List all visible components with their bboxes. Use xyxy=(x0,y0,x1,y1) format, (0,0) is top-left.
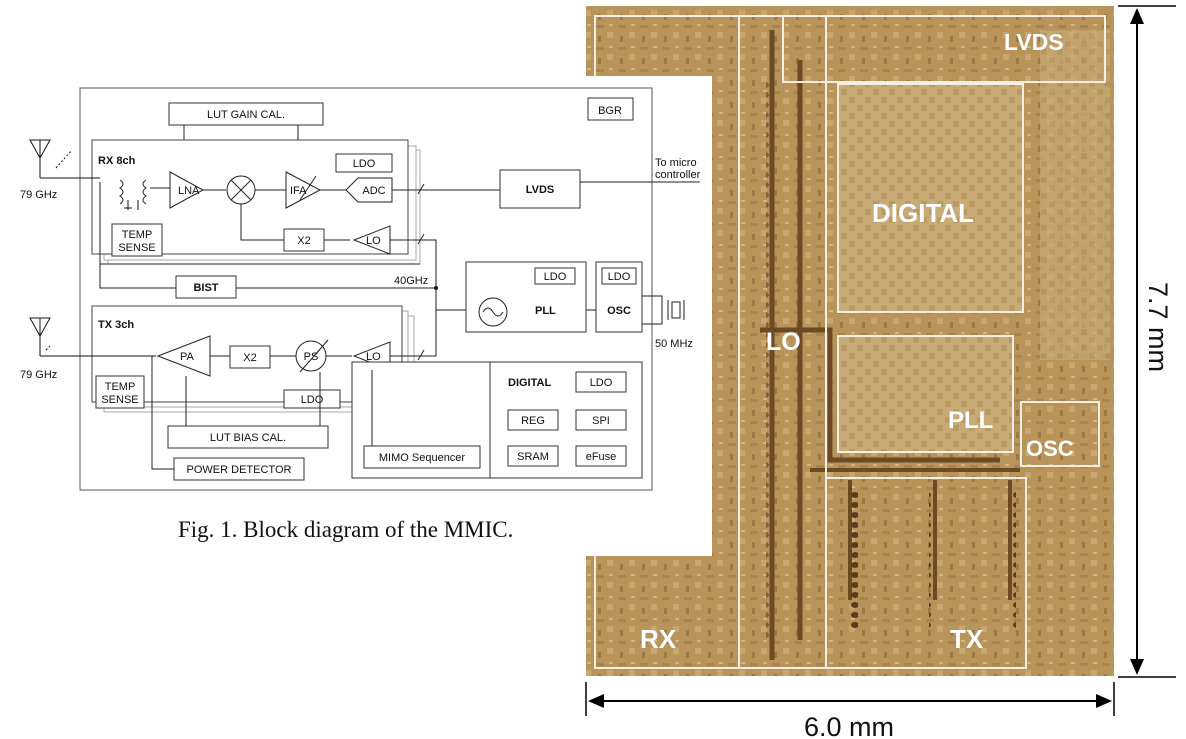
rx-title: RX 8ch xyxy=(98,155,136,167)
lvds-pads-texture xyxy=(1040,30,1110,360)
lut-gain-cal-label: LUT GAIN CAL. xyxy=(207,109,285,121)
micro-label-2: controller xyxy=(655,169,701,181)
height-dimension-label: 7.7 mm xyxy=(1143,282,1173,372)
figure-caption: Fig. 1. Block diagram of the MMIC. xyxy=(178,517,513,542)
lna-label: LNA xyxy=(178,185,200,197)
spi-label: SPI xyxy=(592,415,610,427)
pll-ldo-label: LDO xyxy=(544,271,567,283)
tx-freq-label: 79 GHz xyxy=(20,369,57,381)
tx-title: TX 3ch xyxy=(98,319,134,331)
rx-temp-line1: TEMP xyxy=(122,229,153,241)
pll-label: PLL xyxy=(535,305,556,317)
micro-label-1: To micro xyxy=(655,157,697,169)
die-label-pll: PLL xyxy=(948,407,993,434)
die-label-tx: TX xyxy=(950,624,984,654)
tx-lo-label: LO xyxy=(366,351,381,363)
tx-chain-3 xyxy=(1004,490,1016,630)
lo-chain xyxy=(766,80,778,640)
vco-icon xyxy=(479,298,507,326)
die-label-lvds: LVDS xyxy=(1004,29,1064,55)
digital-ldo-label: LDO xyxy=(590,377,613,389)
pll-region-texture xyxy=(838,336,1013,452)
tx-x2-label: X2 xyxy=(243,352,256,364)
lvds-label: LVDS xyxy=(526,184,555,196)
osc-label: OSC xyxy=(607,305,631,317)
die-label-osc: OSC xyxy=(1026,436,1074,461)
rx-lo-label: LO xyxy=(366,235,381,247)
die-label-digital: DIGITAL xyxy=(872,198,974,228)
mimo-sequencer-label: MIMO Sequencer xyxy=(379,452,466,464)
power-detector-label: POWER DETECTOR xyxy=(187,464,292,476)
reg-label: REG xyxy=(521,415,545,427)
adc-label: ADC xyxy=(362,185,385,197)
lut-bias-cal-label: LUT BIAS CAL. xyxy=(210,432,286,444)
rx-freq-label: 79 GHz xyxy=(20,189,57,201)
efuse-label: eFuse xyxy=(586,451,617,463)
mixer-icon xyxy=(227,176,255,204)
bist-label: BIST xyxy=(193,282,218,294)
digital-label: DIGITAL xyxy=(508,377,551,389)
bgr-label: BGR xyxy=(598,105,622,117)
ifa-label: IFA xyxy=(290,185,307,197)
xtal-label: 50 MHz xyxy=(655,338,693,350)
rx-ldo-label: LDO xyxy=(353,158,376,170)
dimension-width: 6.0 mm xyxy=(586,682,1114,739)
width-dimension-label: 6.0 mm xyxy=(804,712,894,739)
rx-x2-label: X2 xyxy=(297,235,310,247)
tx-temp-line1: TEMP xyxy=(105,381,136,393)
sram-label: SRAM xyxy=(517,451,549,463)
dimension-height: 7.7 mm xyxy=(1118,6,1176,677)
die-label-rx: RX xyxy=(640,624,677,654)
lo-40ghz-label: 40GHz xyxy=(394,275,428,287)
tx-chain-1 xyxy=(846,490,858,630)
pa-label: PA xyxy=(180,351,195,363)
die-label-lo: LO xyxy=(766,328,801,356)
tx-chain-2 xyxy=(929,490,941,630)
osc-ldo-label: LDO xyxy=(608,271,631,283)
tx-temp-line2: SENSE xyxy=(101,394,138,406)
rx-temp-line2: SENSE xyxy=(118,242,155,254)
